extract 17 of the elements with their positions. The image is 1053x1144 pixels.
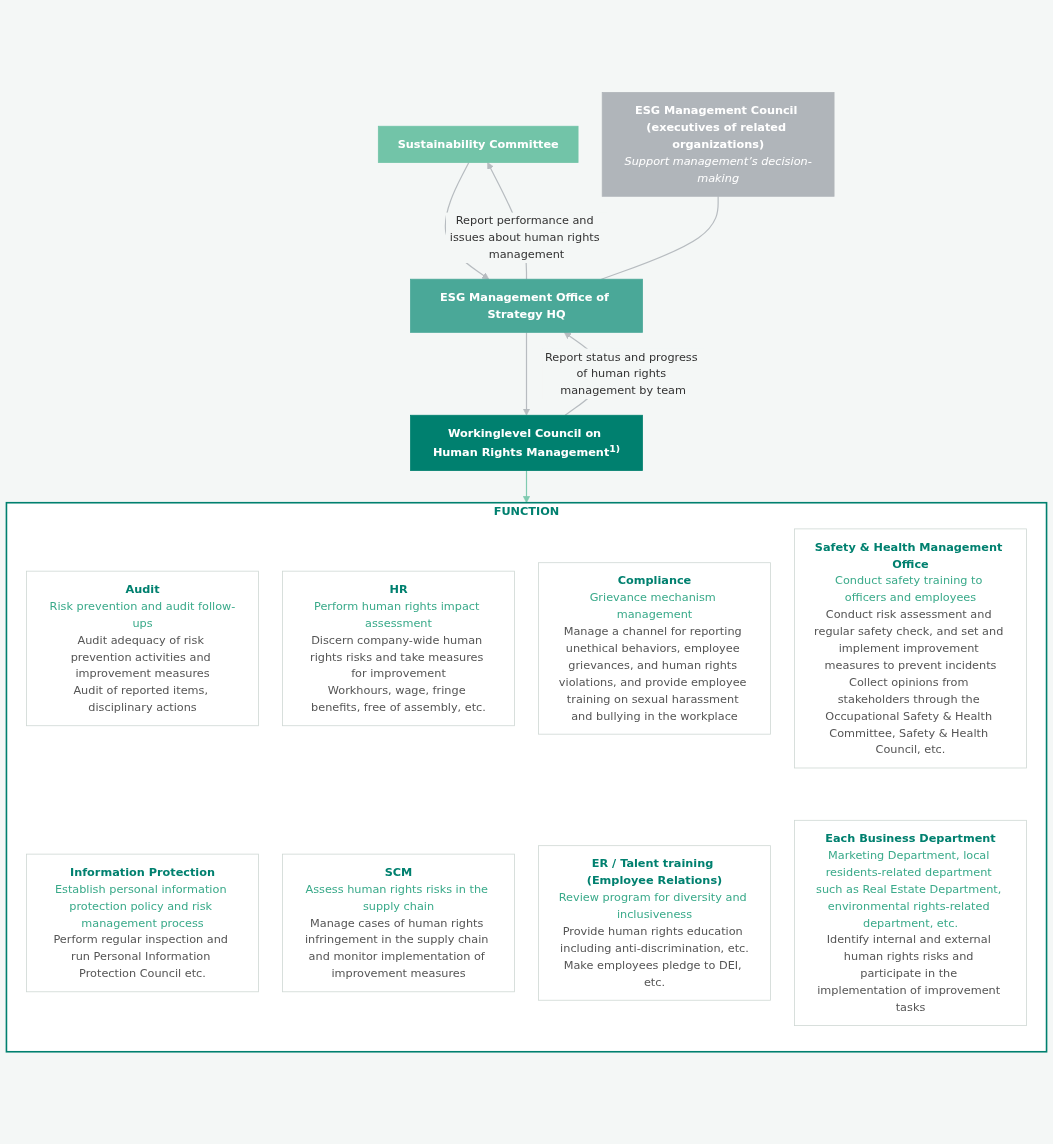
node-box: Audit Risk prevention and audit follow-ups Audit adequacy of risk prevention activities and improvement measures Audit of reported items, disciplinary actions bbox=[26, 570, 259, 727]
edge-label: Report performance and issues about human rights management bbox=[449, 213, 600, 261]
node-box: ESG Management Council (executives of related organizations) Support management’s decision-making bbox=[601, 91, 835, 197]
edge-label: Report status and progress of human rights management by team bbox=[545, 349, 698, 397]
node-box: Safety & Health Management Office Conduct safety training to officers and employees Conduct risk assessment and regular safety check, and set and implement improvement measures to prevent incidents Collect opinions from stakeholders through the Occupational Safety & Health Committee, Safety & Health Council, etc. bbox=[794, 528, 1027, 769]
node-box: Workinglevel Council on Human Rights Management$^{1)}$ bbox=[410, 414, 643, 471]
node-box: Sustainability Committee bbox=[377, 125, 579, 163]
node-box: SCM Assess human rights risks in the supply chain Manage cases of human rights infringement in the supply chain and monitor implementation of improvement measures bbox=[282, 853, 515, 993]
connector bbox=[600, 195, 719, 280]
node-box: ER / Talent training (Employee Relations) Review program for diversity and inclusiveness Provide human rights education including anti-discrimination, etc. Make employees pledge to DEI, etc. bbox=[538, 845, 771, 1001]
node-box: ESG Management Office of Strategy HQ bbox=[410, 278, 643, 333]
arrow bbox=[522, 331, 531, 416]
node-box: HR Perform human rights impact assessment Discern company-wide human rights risks and take measures for improvement Workhours, wage, fringe benefits, free of assembly, etc. bbox=[282, 570, 515, 727]
arrow bbox=[522, 469, 531, 503]
node-box: Information Protection Establish personal information protection policy and risk management process Perform regular inspection and run Personal Information Protection Council etc. bbox=[26, 853, 259, 993]
node-box: Compliance Grievance mechanism management Manage a channel for reporting unethical behaviors, employee grievances, and human rights violations, and provide employee training on sexual harassment and bullying in the workplace bbox=[538, 562, 771, 735]
node-box: Each Business Department Marketing Department, local residents-related department such as Real Estate Department, environmental rights-related department, etc. Identify internal and external human rights risks and participate in the implementation of improvement tasks bbox=[794, 819, 1027, 1026]
